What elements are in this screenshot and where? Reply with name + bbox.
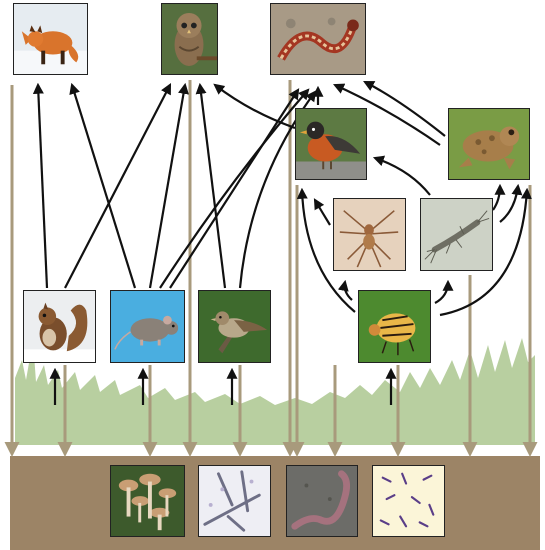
- squirrel-icon: [24, 291, 95, 362]
- feeding-arrows: [32, 80, 532, 405]
- robin-icon: [296, 109, 366, 179]
- mold-microscopy-icon: [199, 466, 270, 536]
- snake-image: [270, 3, 366, 75]
- earthworm-image: [286, 465, 358, 537]
- bacteria-microscopy-icon: [373, 466, 444, 536]
- grass: [15, 338, 535, 445]
- robin-image: [295, 108, 367, 180]
- spider-icon: [334, 199, 405, 270]
- silverfish-image: [420, 198, 493, 271]
- silverfish-icon: [421, 199, 492, 270]
- owl-icon: [162, 4, 217, 74]
- fox-image: [13, 3, 88, 75]
- mouse-icon: [111, 291, 184, 362]
- sparrow-icon: [199, 291, 270, 362]
- garter-snake-icon: [271, 4, 365, 74]
- potato-beetle-icon: [359, 291, 430, 362]
- toad-icon: [449, 109, 529, 179]
- toad-image: [448, 108, 530, 180]
- bacteria-image: [372, 465, 445, 537]
- sparrow-image: [198, 290, 271, 363]
- mouse-image: [110, 290, 185, 363]
- potato-beetle-image: [358, 290, 431, 363]
- soil-band: [10, 456, 540, 550]
- mold-image: [198, 465, 271, 537]
- spider-image: [333, 198, 406, 271]
- mushrooms-icon: [111, 466, 184, 536]
- squirrel-image: [23, 290, 96, 363]
- mushrooms-image: [110, 465, 185, 537]
- owl-image: [161, 3, 218, 75]
- fox-icon: [14, 4, 87, 74]
- earthworm-icon: [287, 466, 357, 536]
